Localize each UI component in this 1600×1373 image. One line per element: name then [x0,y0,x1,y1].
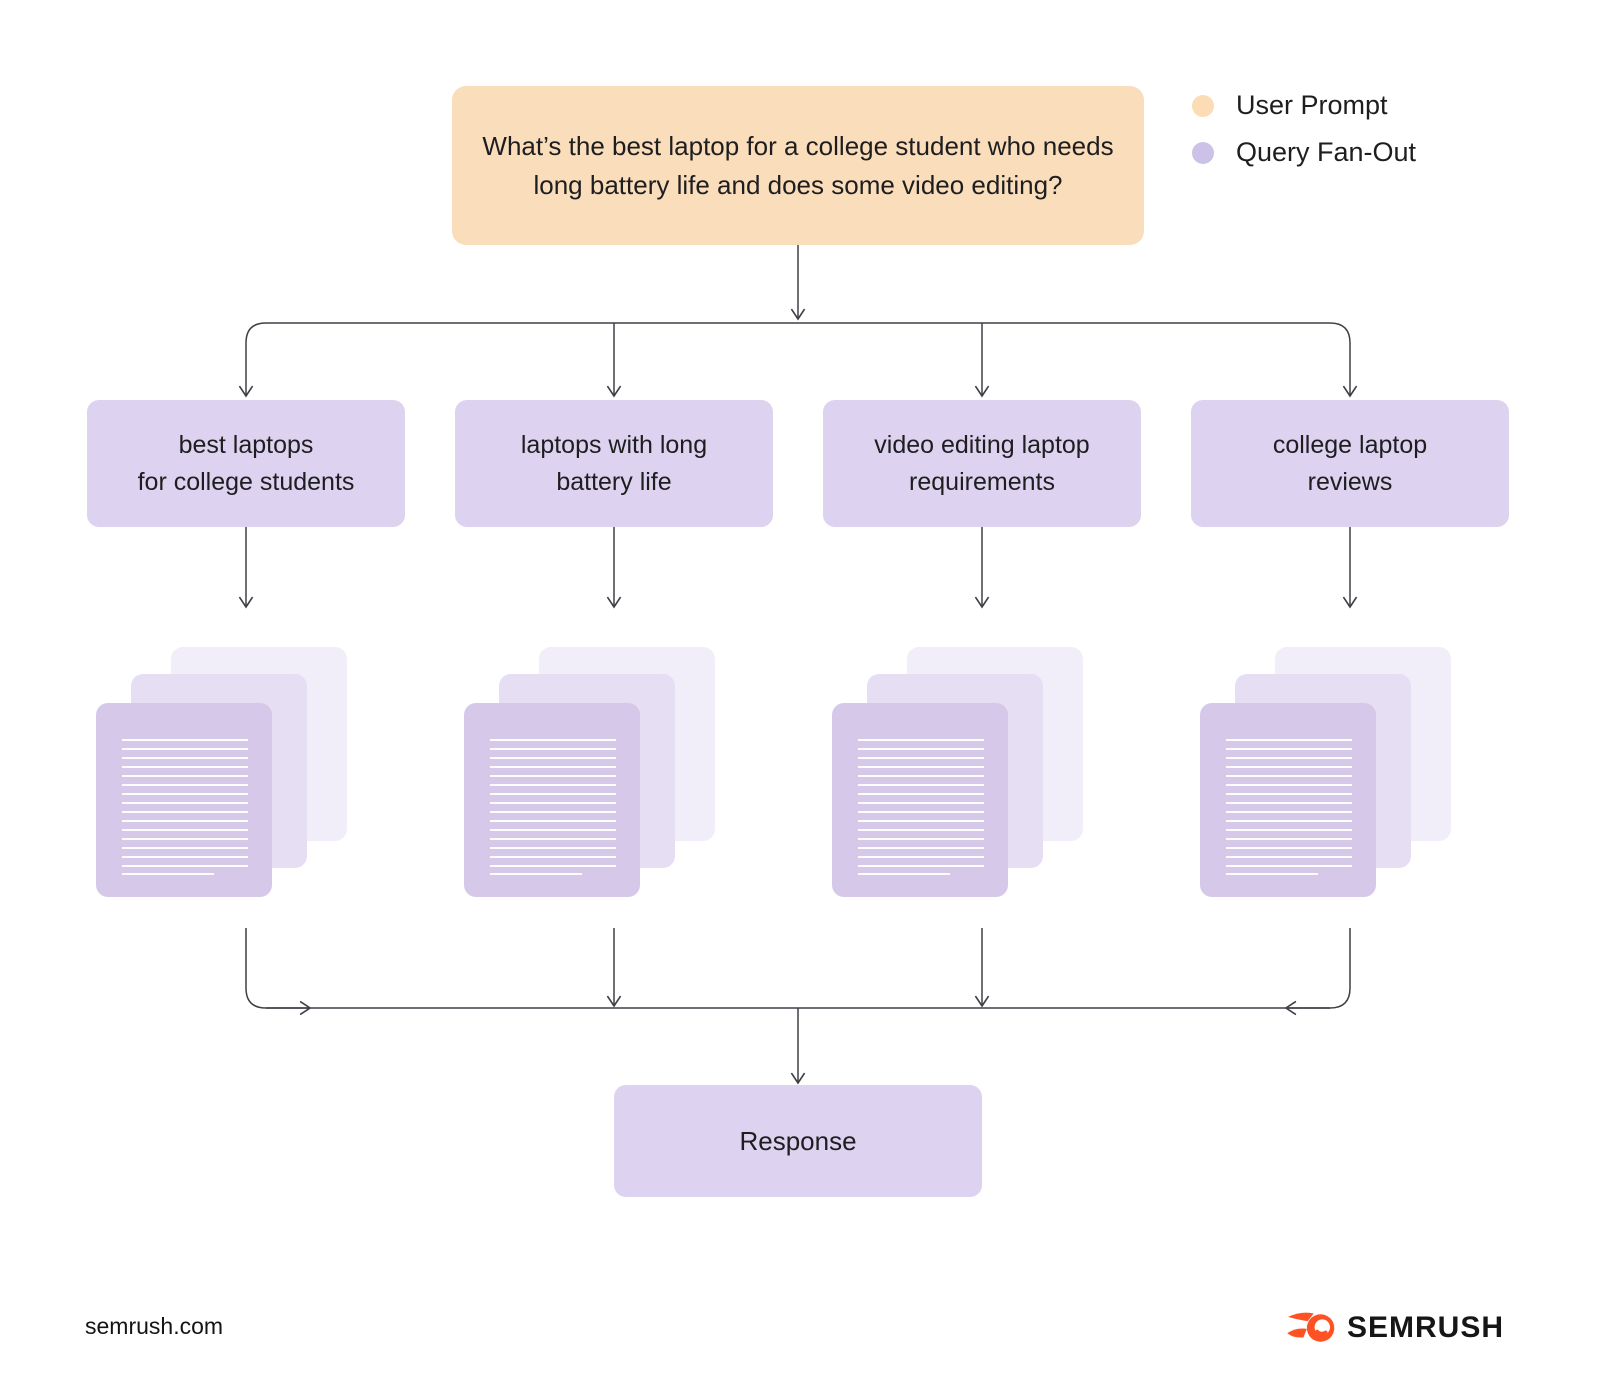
site-url-text: semrush.com [85,1313,224,1339]
user-prompt-box: What’s the best laptop for a college stu… [452,86,1144,245]
document-page-front [1200,703,1376,897]
query-box-1-line2: for college students [137,467,355,496]
query-box-3-line2: requirements [909,467,1055,496]
document-text-lines [858,739,984,868]
document-page-front [464,703,640,897]
query-box-4: college laptop reviews [1191,400,1509,527]
semrush-logo: SEMRUSH [1286,1310,1504,1346]
document-text-line-short [1226,873,1318,875]
legend-item-query-fan-out: Query Fan-Out [1192,137,1416,168]
semrush-wordmark: SEMRUSH [1347,1311,1505,1344]
collector-rail [245,928,1351,1009]
query-fan-out-dot-icon [1192,141,1214,164]
user-prompt-dot-icon [1192,94,1214,117]
query-box-4-line2: reviews [1307,467,1393,496]
legend-label-query-fan-out: Query Fan-Out [1236,137,1417,167]
response-box: Response [614,1085,982,1197]
query-box-1-line1: best laptops [178,430,314,459]
query-box-1: best laptops for college students [87,400,405,527]
document-text-line-short [122,873,214,875]
query-box-2-line1: laptops with long [520,430,708,459]
query-box-3-line1: video editing laptop [874,430,1090,459]
document-text-line-short [858,873,950,875]
doc-stack-3 [832,647,1083,897]
legend-item-user-prompt: User Prompt [1192,90,1416,121]
query-box-2-line2: battery life [556,467,672,496]
query-box-2: laptops with long battery life [455,400,773,527]
query-box-4-line1: college laptop [1272,430,1428,459]
legend-label-user-prompt: User Prompt [1236,90,1388,120]
doc-stack-2 [464,647,715,897]
legend: User Prompt Query Fan-Out [1192,90,1416,168]
document-page-front [832,703,1008,897]
document-page-front [96,703,272,897]
document-text-lines [122,739,248,868]
doc-stack-4 [1200,647,1451,897]
document-text-lines [490,739,616,868]
document-text-lines [1226,739,1352,868]
document-text-line-short [490,873,582,875]
doc-stack-1 [96,647,347,897]
fanout-rail [245,322,1351,344]
semrush-flame-icon [1287,1312,1335,1342]
query-box-3: video editing laptop requirements [823,400,1141,527]
